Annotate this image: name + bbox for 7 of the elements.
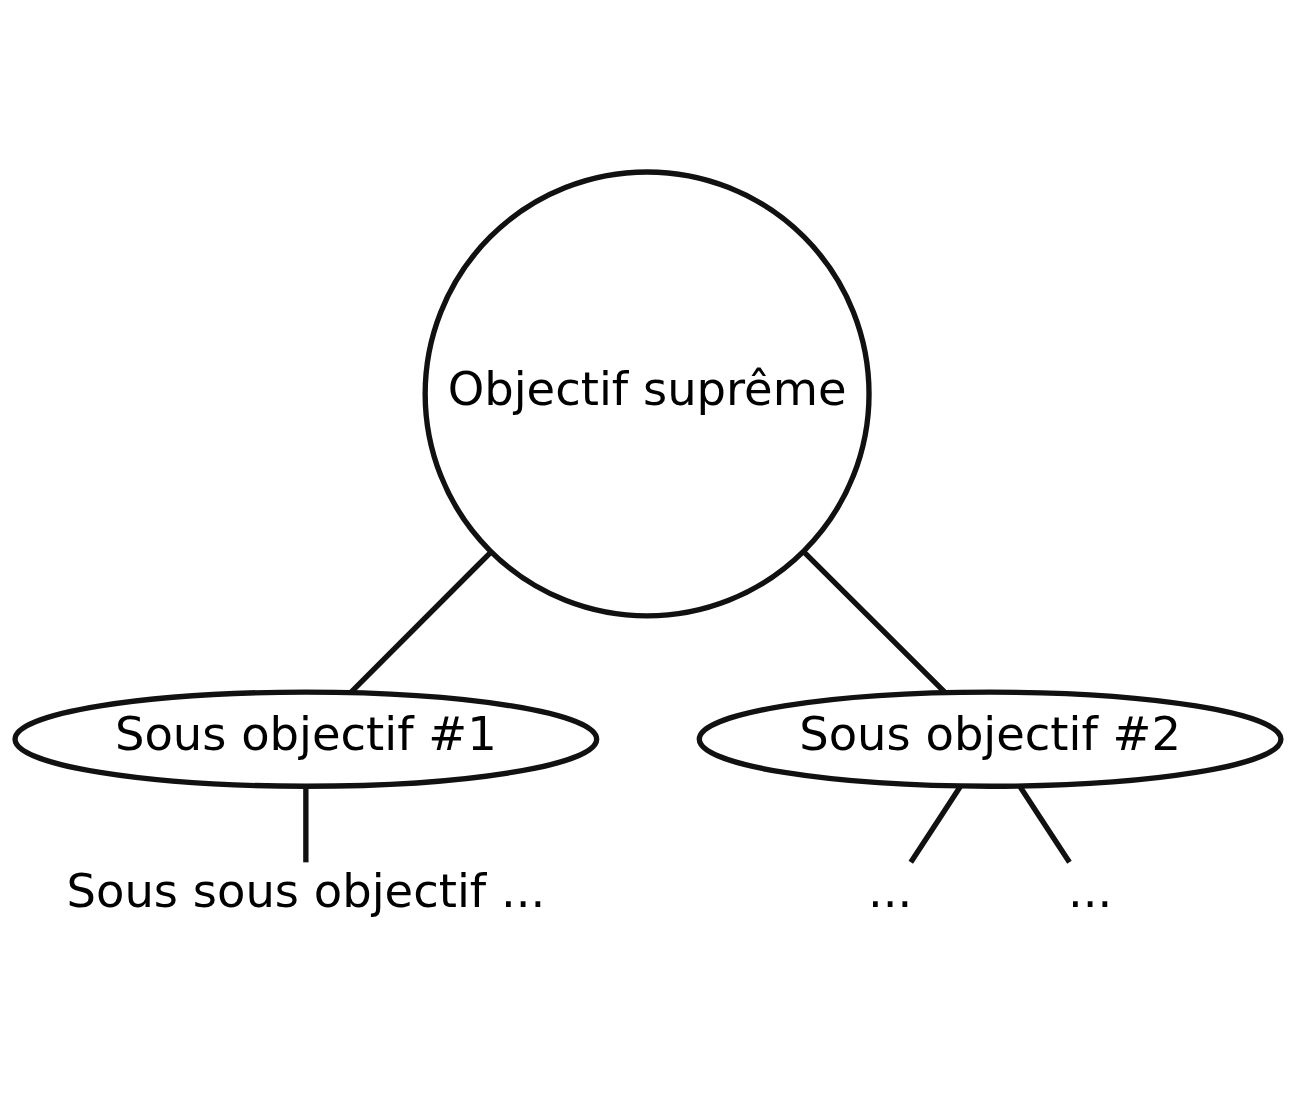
node-ellipse: Sous objectif #2 — [696, 689, 1284, 789]
node-text: ... — [1068, 864, 1113, 919]
node-circle: Objectif suprême — [422, 169, 872, 619]
node-text: Sous sous objectif ... — [66, 864, 546, 919]
connector — [303, 786, 309, 863]
node-text: ... — [867, 864, 913, 919]
node-ellipse: Sous objectif #1 — [12, 689, 600, 789]
